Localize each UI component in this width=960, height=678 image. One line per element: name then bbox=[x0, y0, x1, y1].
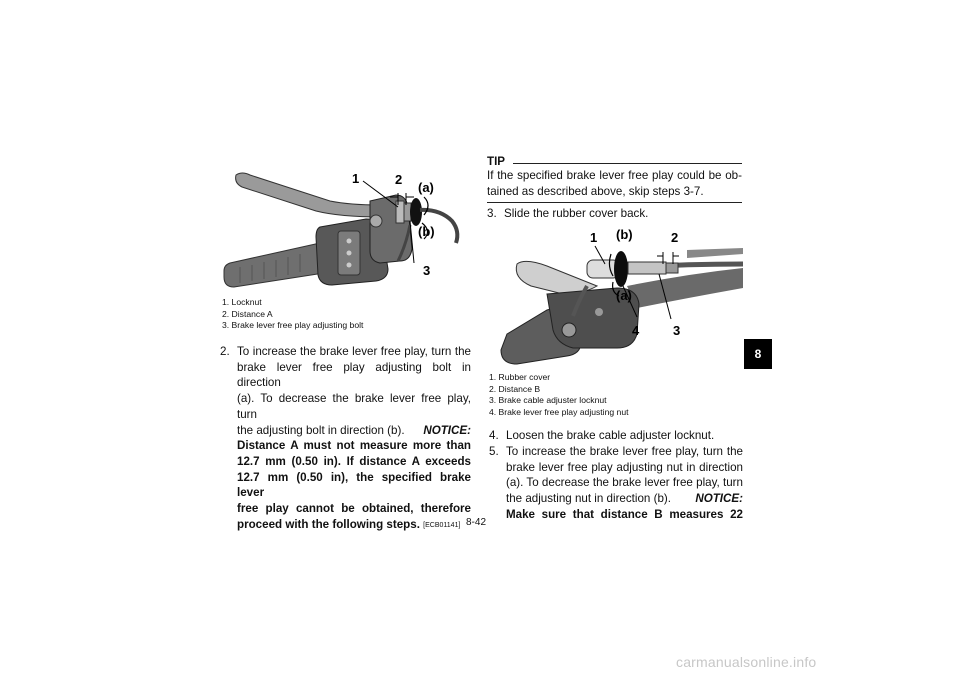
step-line: brake lever free play adjusting bolt in … bbox=[237, 360, 471, 390]
fig2-callout-3: 3 bbox=[673, 323, 680, 338]
tip-heading: TIP bbox=[487, 155, 506, 168]
fig1-callout-b: (b) bbox=[418, 224, 435, 239]
figure-brake-cable-adjuster: 1 (b) 2 (a) 4 3 bbox=[487, 224, 744, 368]
step-line: To increase the brake lever free play, t… bbox=[506, 445, 743, 458]
step-4: 4. Loosen the brake cable adjuster lockn… bbox=[489, 428, 743, 444]
fig1-callout-3: 3 bbox=[423, 263, 430, 278]
notice-line: Distance A must not measure more than bbox=[237, 439, 471, 453]
page-number: 8-42 bbox=[466, 517, 487, 528]
step-2: 2. To increase the brake lever free play… bbox=[220, 344, 471, 531]
step-text: Slide the rubber cover back. bbox=[504, 207, 649, 220]
step-3: 3. Slide the rubber cover back. bbox=[487, 206, 742, 222]
brake-lever-illustration: 1 2 (a) (b) 3 bbox=[223, 171, 460, 288]
step-line: (a). To decrease the brake lever free pl… bbox=[506, 476, 743, 490]
notice-line: 12.7 mm (0.50 in). If distance A exceeds bbox=[237, 454, 471, 468]
caption-item: 2. Distance A bbox=[222, 308, 273, 319]
caption-item: 1. Locknut bbox=[222, 297, 262, 307]
caption-item: 4. Brake lever free play adjusting nut bbox=[489, 406, 629, 417]
watermark: carmanualsonline.info bbox=[676, 654, 817, 670]
caption-item: 1. Rubber cover bbox=[489, 372, 551, 382]
fig2-callout-1: 1 bbox=[590, 230, 597, 245]
step-number: 4. bbox=[489, 429, 499, 442]
notice-label: NOTICE: bbox=[423, 423, 471, 437]
tip-top-rule bbox=[513, 163, 742, 164]
caption-item: 3. Brake cable adjuster locknut bbox=[489, 395, 607, 405]
step-line: To increase the brake lever free play, t… bbox=[237, 345, 471, 358]
caption-item: 2. Distance B bbox=[489, 383, 541, 394]
tip-line: If the specified brake lever free play c… bbox=[487, 169, 742, 182]
figure2-captions: 1. Rubber cover 2. Distance B 3. Brake c… bbox=[489, 372, 629, 418]
notice-label: NOTICE: bbox=[695, 492, 743, 506]
notice-line: Make sure that distance B measures 22 bbox=[506, 507, 743, 521]
step-line: brake lever free play adjusting nut in d… bbox=[506, 460, 743, 474]
notice-line: proceed with the following steps. bbox=[237, 517, 420, 531]
fig2-callout-4: 4 bbox=[632, 323, 640, 338]
tip-body: If the specified brake lever free play c… bbox=[487, 168, 742, 202]
fig2-callout-2: 2 bbox=[671, 230, 678, 245]
tip-line: tained as described above, skip steps 3-… bbox=[487, 184, 704, 198]
fig2-callout-a: (a) bbox=[616, 288, 632, 303]
step-5: 5. To increase the brake lever free play… bbox=[489, 444, 743, 524]
figure1-captions: 1. Locknut 2. Distance A 3. Brake lever … bbox=[222, 297, 363, 332]
notice-code: [ECB01141] bbox=[423, 521, 461, 529]
step-number: 3. bbox=[487, 207, 497, 220]
notice-line: free play cannot be obtained, therefore bbox=[237, 502, 471, 516]
step-text: Loosen the brake cable adjuster locknut. bbox=[506, 429, 715, 442]
step-line: the adjusting bolt in direction (b). bbox=[237, 423, 405, 437]
step-number: 2. bbox=[220, 345, 230, 358]
step-line: the adjusting nut in direction (b). bbox=[506, 492, 671, 506]
notice-line: 12.7 mm (0.50 in), the specified brake l… bbox=[237, 470, 471, 500]
brake-cable-illustration: 1 (b) 2 (a) 4 3 bbox=[500, 227, 744, 365]
step-number: 5. bbox=[489, 445, 499, 458]
fig1-callout-1: 1 bbox=[352, 171, 359, 186]
chapter-tab: 8 bbox=[744, 339, 772, 369]
fig1-callout-a: (a) bbox=[418, 180, 434, 195]
caption-item: 3. Brake lever free play adjusting bolt bbox=[222, 320, 364, 330]
tip-bottom-rule bbox=[487, 202, 742, 203]
figure-brake-lever-locknut: 1 2 (a) (b) 3 bbox=[220, 165, 470, 290]
fig2-callout-b: (b) bbox=[616, 227, 633, 242]
fig1-callout-2: 2 bbox=[395, 172, 402, 187]
step-line: (a). To decrease the brake lever free pl… bbox=[237, 392, 471, 421]
